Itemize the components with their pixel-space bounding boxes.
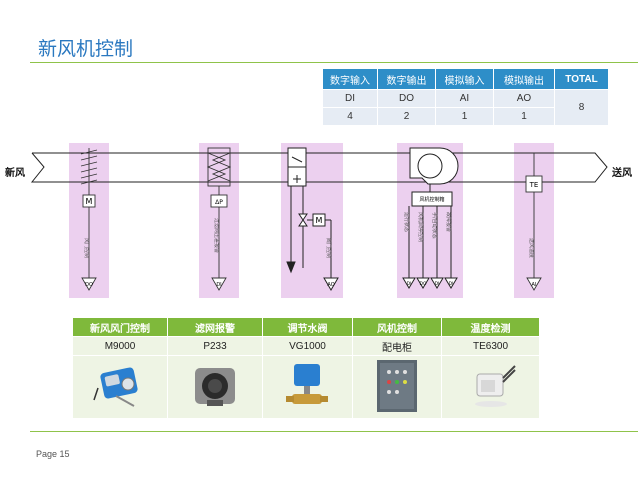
water-valve-symbol (286, 186, 339, 291)
io-header-do: 数字输出 (377, 68, 436, 90)
temperature-sensor-label: TE (529, 181, 539, 189)
io-count-do: 2 (377, 107, 436, 126)
temperature-sensor-symbol (525, 153, 543, 291)
temperature-sensor-image (474, 364, 516, 407)
io-type-ai: AI (435, 89, 494, 108)
filter-symbol (206, 147, 232, 291)
air-handling-schematic: M 风门控制 DO ΔP 过滤网压差报警 DI M 阀门控制 AO (30, 147, 608, 291)
damper-symbol (80, 148, 98, 291)
fan-control-box-label: 风机控制箱 (419, 196, 444, 203)
device-model-damper: M9000 (72, 336, 168, 356)
page-number: Page 15 (36, 449, 70, 459)
io-header-total: TOTAL (554, 68, 609, 90)
page-title: 新风机控制 (38, 38, 134, 60)
device-photo-row (72, 355, 540, 419)
valve-function-text: 阀门控制 (325, 238, 332, 258)
io-type-do: DO (377, 89, 436, 108)
device-photo-temperature-sensor (441, 355, 540, 419)
device-photo-water-valve (262, 355, 353, 419)
fan-signal-4: DI (449, 281, 454, 287)
device-model-filter: P233 (167, 336, 263, 356)
device-photo-damper-actuator (72, 355, 168, 419)
pressure-switch-image (195, 367, 235, 406)
io-header-ao: 模拟输出 (493, 68, 555, 90)
temperature-signal-label: AI (532, 282, 537, 288)
io-count-ao: 1 (493, 107, 555, 126)
valve-actuator-label: M (316, 216, 323, 225)
fan-start-stop-text: 风机启停控制 (417, 212, 424, 242)
io-header-di: 数字输入 (322, 68, 378, 90)
fan-signal-3: DI (435, 281, 440, 287)
device-photo-pressure-switch (167, 355, 263, 419)
io-count-di: 4 (322, 107, 378, 126)
device-header-filter: 滤网报警 (167, 317, 263, 337)
io-header-row: 数字输入 数字输出 模拟输入 模拟输出 TOTAL (322, 68, 609, 90)
temperature-function-text: 送风温度 (528, 238, 535, 258)
damper-actuator-image (93, 366, 138, 407)
io-count-row: 4 2 1 1 (322, 107, 609, 126)
device-model-fan: 配电柜 (352, 336, 442, 356)
filter-function-text: 过滤网压差报警 (213, 218, 220, 253)
inlet-label: 新风 (5, 168, 25, 179)
device-model-temperature: TE6300 (441, 336, 540, 356)
outlet-label: 送风 (612, 168, 632, 179)
device-header-temperature: 温度检测 (441, 317, 540, 337)
control-cabinet-image (377, 359, 417, 412)
valve-signal-label: AO (327, 282, 334, 288)
title-divider (30, 62, 638, 63)
fan-fault-text: 故障报警 (445, 212, 452, 232)
damper-signal-label: DO (85, 282, 93, 288)
damper-actuator-label: M (86, 197, 93, 206)
fan-run-status-text: 运行状态 (403, 212, 410, 232)
io-type-ao: AO (493, 89, 555, 108)
device-model-valve: VG1000 (262, 336, 353, 356)
device-header-damper: 新风风门控制 (72, 317, 168, 337)
device-header-valve: 调节水阀 (262, 317, 353, 337)
device-photo-control-cabinet (352, 355, 442, 419)
io-summary-table: 数字输入 数字输出 模拟输入 模拟输出 TOTAL DI DO AI AO 8 … (322, 68, 609, 126)
water-valve-image (285, 363, 328, 404)
fan-symbol (402, 147, 459, 289)
fan-signal-1: DI (407, 281, 412, 287)
fan-hand-auto-text: 手/自动状态 (431, 212, 438, 239)
filter-dp-label: ΔP (215, 199, 223, 206)
device-table: 新风风门控制 滤网报警 调节水阀 风机控制 温度检测 M9000 P233 VG… (72, 317, 540, 419)
footer-divider (30, 431, 638, 432)
filter-signal-label: DI (216, 282, 221, 288)
io-type-row: DI DO AI AO 8 (322, 89, 609, 126)
damper-function-text: 风门控制 (83, 238, 90, 258)
device-header-row: 新风风门控制 滤网报警 调节水阀 风机控制 温度检测 (72, 317, 540, 337)
coil-symbol (287, 147, 307, 187)
device-model-row: M9000 P233 VG1000 配电柜 TE6300 (72, 336, 540, 356)
duct-outline (30, 152, 608, 183)
io-header-ai: 模拟输入 (435, 68, 494, 90)
io-type-di: DI (322, 89, 378, 108)
device-header-fan: 风机控制 (352, 317, 442, 337)
io-count-ai: 1 (435, 107, 494, 126)
fan-signal-2: DO (419, 281, 426, 287)
io-total-value: 8 (554, 89, 609, 126)
